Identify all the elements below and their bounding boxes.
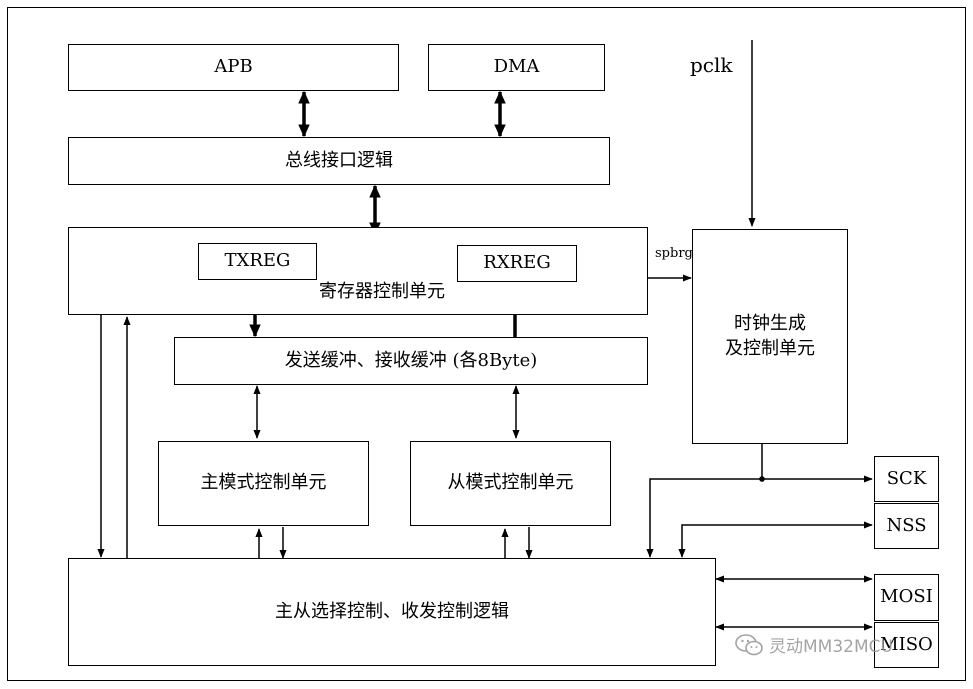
dma-block: DMA (428, 44, 605, 91)
diagram-frame (7, 7, 966, 681)
watermark-text: 灵动MM32MCU (769, 637, 893, 657)
clock-generation-control-block: 时钟生成 及控制单元 (692, 229, 848, 444)
wechat-icon (735, 633, 763, 655)
sck-main-wire (646, 475, 873, 558)
nss-pin: NSS (874, 503, 939, 549)
miso-pin: MISO (874, 622, 939, 668)
sck-pin: SCK (874, 456, 939, 502)
nss-main-wire (678, 521, 873, 558)
mosi-pin: MOSI (874, 574, 939, 621)
apb-block: APB (68, 44, 399, 91)
tx-rx-buffer-block: 发送缓冲、接收缓冲 (各8Byte) (174, 337, 648, 385)
bus-interface-logic-block: 总线接口逻辑 (68, 137, 610, 185)
register-control-unit-label: 寄存器控制单元 (319, 281, 445, 302)
slave-mode-control-block: 从模式控制单元 (410, 441, 611, 526)
master-mode-control-block: 主模式控制单元 (158, 441, 369, 526)
rxreg-block: RXREG (457, 245, 577, 282)
watermark: 灵动MM32MCU (735, 632, 893, 657)
txreg-block: TXREG (198, 243, 317, 280)
pclk-label: pclk (690, 53, 733, 77)
master-slave-txrx-logic-block: 主从选择控制、收发控制逻辑 (68, 558, 716, 666)
spbrg-label: spbrg (655, 246, 693, 261)
